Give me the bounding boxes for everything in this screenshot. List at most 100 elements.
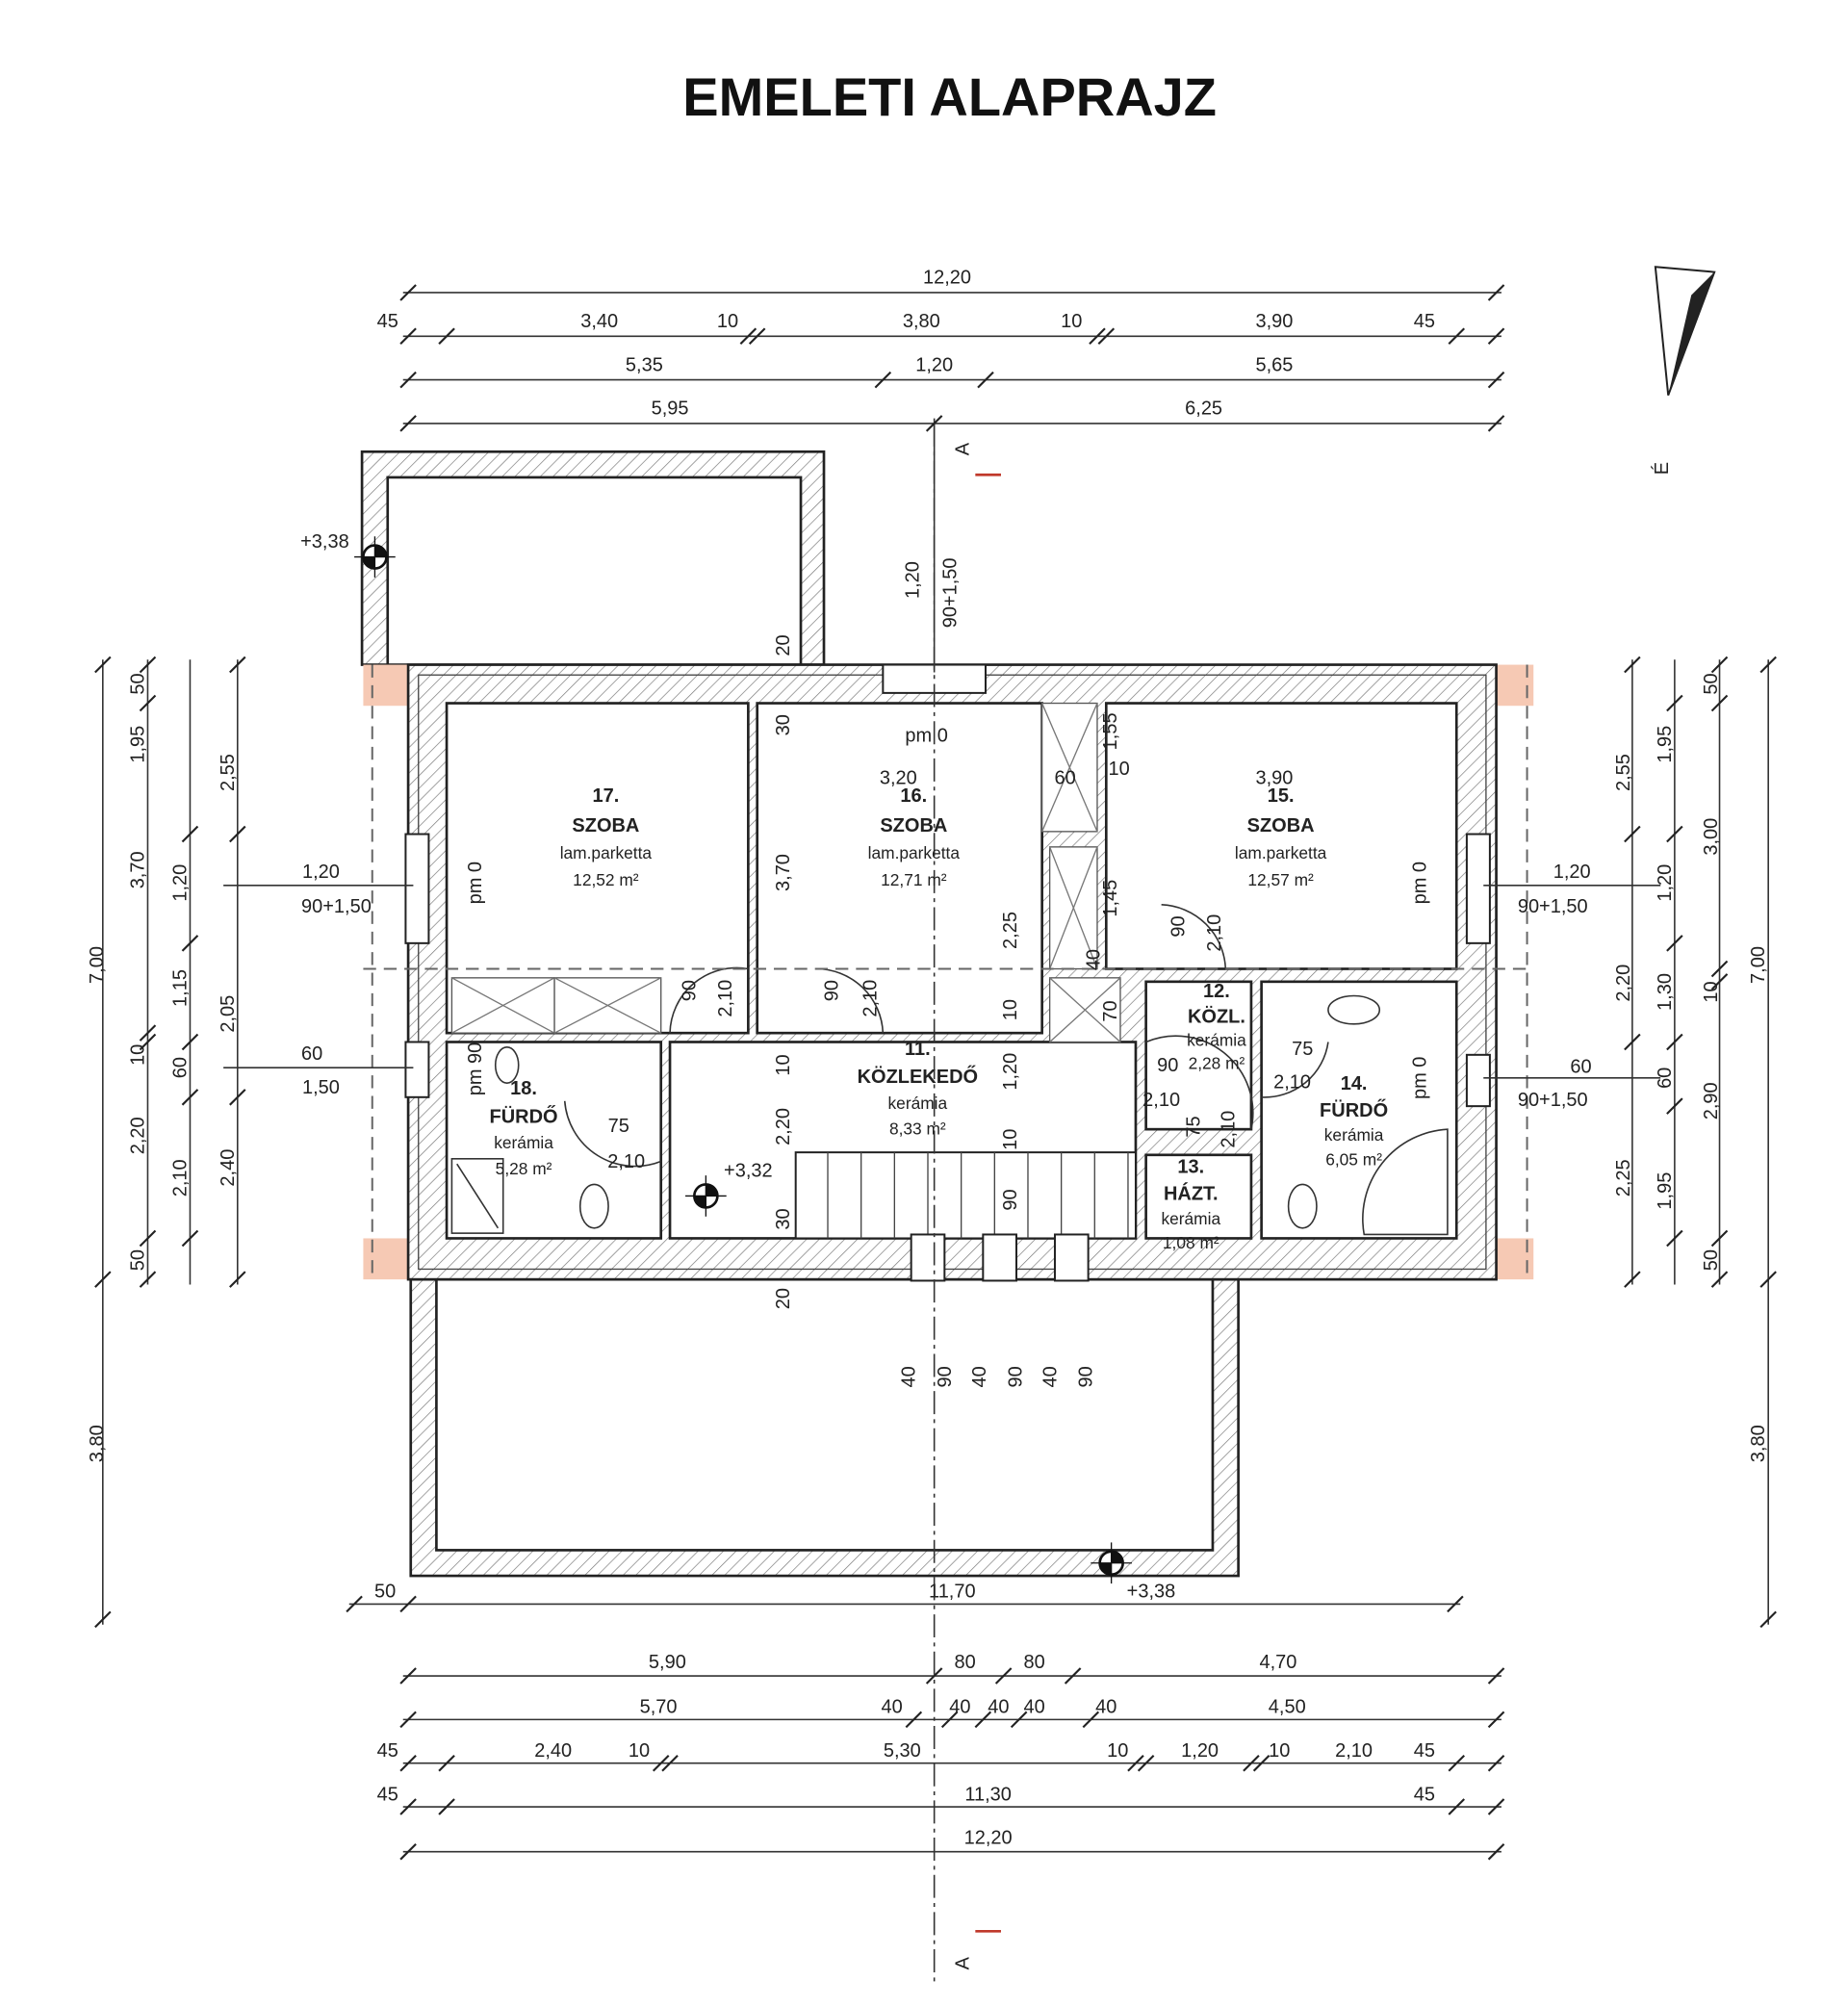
dimension-label: 3,40	[580, 311, 618, 332]
dimension-label: 70	[1100, 1000, 1121, 1021]
room-area: 12,57 m²	[1247, 870, 1314, 889]
dimension-label: 90	[680, 980, 701, 1001]
dimension-label: 10	[1000, 1129, 1021, 1150]
room-name: FÜRDŐ	[490, 1105, 558, 1127]
dimension-label: 10	[1109, 759, 1130, 780]
level-marker-icon	[1091, 1542, 1132, 1584]
dimension-label: 45	[1414, 1740, 1435, 1762]
room-name: KÖZLEKEDŐ	[858, 1066, 978, 1088]
room-name: SZOBA	[572, 815, 639, 836]
dimension-label: 75	[1292, 1039, 1313, 1060]
dimension-label: 90+1,50	[301, 896, 372, 917]
terrace-bottom	[409, 1277, 1240, 1578]
dimension-label: 45	[377, 1784, 398, 1805]
dimension-label: 90	[1005, 1366, 1026, 1387]
section-label-top: A	[953, 442, 974, 455]
room-name: HÁZT.	[1164, 1182, 1219, 1204]
dimension-label: 45	[1414, 311, 1435, 332]
dimension-label: 40	[969, 1366, 990, 1387]
plan-title: EMELETI ALAPRAJZ	[682, 66, 1217, 127]
room-floor-type: kerámia	[888, 1094, 948, 1113]
dimension-label: 50	[127, 673, 148, 694]
dimension-label: 30	[773, 714, 794, 735]
level-marker-icon	[354, 536, 396, 578]
room-number: 15.	[1268, 785, 1295, 807]
dimension-label: 3,70	[773, 854, 794, 891]
room-name: FÜRDŐ	[1320, 1099, 1388, 1121]
room-area: 2,28 m²	[1189, 1053, 1245, 1072]
dimension-label: 3,20	[880, 768, 917, 789]
dimension-lines	[94, 284, 1777, 1861]
dimension-label: 2,20	[1613, 965, 1634, 1002]
dimension-label: 3,00	[1701, 818, 1722, 856]
north-arrow: É	[1651, 266, 1716, 475]
dimension-label: 2,25	[1000, 912, 1021, 949]
dimension-label: 2,40	[534, 1740, 572, 1762]
shower-icon	[1362, 1128, 1449, 1236]
dimension-label: 10	[1269, 1740, 1290, 1762]
dimension-label: 1,20	[1655, 864, 1676, 902]
room-area: 5,28 m²	[496, 1159, 552, 1178]
room-floor-type: lam.parketta	[560, 843, 653, 862]
dimension-label: 1,50	[302, 1077, 340, 1098]
dimension-label: 90	[1076, 1366, 1097, 1387]
dimension-label: 3,80	[1748, 1425, 1769, 1462]
dimension-label: 50	[1701, 1249, 1722, 1271]
room-floor-type: kerámia	[1187, 1030, 1246, 1049]
dimension-label: 2,10	[1273, 1071, 1311, 1093]
level-marker-icon	[685, 1175, 727, 1217]
dimension-label: 1,20	[1553, 862, 1591, 883]
dimension-label: 90	[822, 980, 843, 1001]
dimension-label: 20	[773, 1288, 794, 1309]
room-floor-type: kerámia	[1161, 1209, 1220, 1228]
dimension-label: 60	[301, 1043, 322, 1065]
dimension-label: 60	[1055, 768, 1076, 789]
dimension-label: 1,20	[302, 862, 340, 883]
dimension-label: 90	[1168, 915, 1190, 937]
dimension-label: 1,20	[903, 561, 924, 599]
sanitary-fixtures	[450, 994, 1449, 1236]
dimension-label: 2,10	[607, 1151, 645, 1172]
dimension-label: 10	[1061, 311, 1082, 332]
room-area: 6,05 m²	[1325, 1149, 1382, 1169]
dimension-label: 10	[127, 1044, 148, 1066]
section-label-bottom: A	[953, 1956, 974, 1969]
dimension-label: 90	[935, 1366, 956, 1387]
dimension-label: 1,20	[1181, 1740, 1219, 1762]
dimension-label: 20	[773, 634, 794, 656]
dimension-label: 10	[629, 1740, 650, 1762]
dimension-label: 60	[169, 1057, 191, 1078]
room-number: 14.	[1341, 1073, 1368, 1094]
dimension-label: 40	[882, 1697, 903, 1718]
dimension-label: 2,20	[773, 1108, 794, 1145]
wardrobes	[450, 702, 1121, 1043]
room-number: 11.	[905, 1039, 931, 1060]
dimension-label: 2,10	[860, 980, 882, 1017]
dimension-label: 12,20	[923, 268, 971, 289]
dimension-label: 4,50	[1269, 1697, 1306, 1718]
dimension-label: 1,45	[1100, 880, 1121, 917]
dimension-label: 2,20	[127, 1117, 148, 1154]
dimension-label: 45	[377, 311, 398, 332]
level-label: +3,38	[300, 531, 349, 553]
dimension-label: 3,80	[87, 1425, 108, 1462]
dimension-label: 3,70	[127, 851, 148, 888]
dimension-label: 10	[1107, 1740, 1128, 1762]
dimension-label: 5,30	[884, 1740, 921, 1762]
room-floor-type: kerámia	[1324, 1125, 1384, 1145]
dimension-label: 1,20	[169, 864, 191, 902]
dimension-label: 10	[1701, 981, 1722, 1002]
room-name: KÖZL.	[1188, 1005, 1245, 1027]
dimension-label: 10	[1000, 999, 1021, 1020]
dimension-label: 12,20	[964, 1828, 1013, 1849]
dimension-label: 40	[899, 1366, 920, 1387]
level-label: +3,32	[724, 1160, 773, 1181]
north-label: É	[1651, 462, 1673, 475]
dimension-label: 2,10	[1219, 1111, 1240, 1148]
dimension-label: 80	[955, 1652, 976, 1673]
room-number: 13.	[1177, 1156, 1204, 1177]
dimension-label: 2,10	[1335, 1740, 1373, 1762]
dimension-label: 40	[1095, 1697, 1116, 1718]
dimension-label: 1,20	[1000, 1053, 1021, 1091]
dimension-label: pm 90	[465, 1042, 486, 1096]
